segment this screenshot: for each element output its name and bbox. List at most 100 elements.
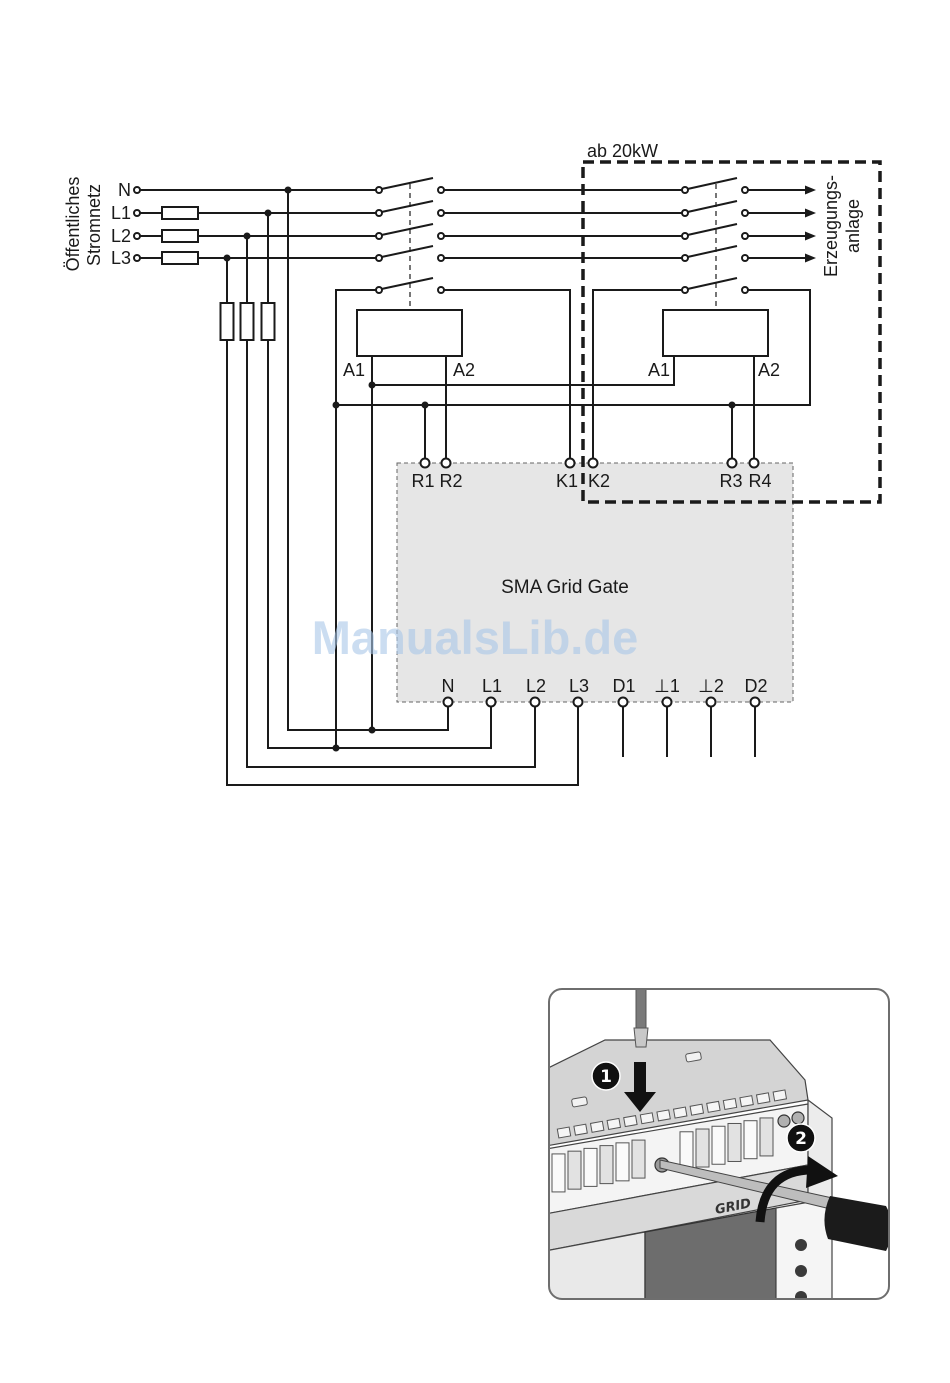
terminal-block <box>632 1140 645 1178</box>
terminal-label-ground-2: ⊥2 <box>698 676 724 696</box>
rail-hole <box>795 1291 807 1303</box>
switch-right-l2-blade <box>688 224 738 235</box>
terminal-slot <box>574 1124 587 1135</box>
cable-ferrule <box>634 1028 648 1047</box>
switch-right-l3-fixed-contact <box>682 255 688 261</box>
phase-label-n: N <box>118 180 131 200</box>
terminal-label-r3: R3 <box>719 471 742 491</box>
terminal-block <box>616 1143 629 1181</box>
terminal-block <box>712 1126 725 1164</box>
junction-dot <box>369 382 376 389</box>
switch-left-n-fixed-contact <box>376 187 382 193</box>
line-terminal-l3 <box>134 255 140 261</box>
switch-right-l3-blade <box>688 246 738 257</box>
line-terminal-n <box>134 187 140 193</box>
junction-dot <box>333 745 340 752</box>
terminal-slot <box>723 1099 736 1110</box>
switch-right-l1-fixed-contact <box>682 210 688 216</box>
terminal-screw <box>792 1112 804 1124</box>
contactor-left-a2-label: A2 <box>453 360 475 380</box>
contactor-right-a1-label: A1 <box>648 360 670 380</box>
fuse-l2 <box>162 230 198 242</box>
aux-switch-left-fixed-contact <box>376 287 382 293</box>
terminal-label-n: N <box>442 676 455 696</box>
phase-label-l1: L1 <box>111 203 131 223</box>
switch-right-l2-moving-contact <box>742 233 748 239</box>
terminal-label-d1: D1 <box>612 676 635 696</box>
terminal-label-k2: K2 <box>588 471 610 491</box>
terminal-r3 <box>728 459 737 468</box>
rail-hole <box>795 1265 807 1277</box>
phase-label-l2: L2 <box>111 226 131 246</box>
switch-left-l2-blade <box>382 224 434 235</box>
terminal-slot <box>707 1101 720 1112</box>
contactor-left-a1-label: A1 <box>343 360 365 380</box>
terminal-slot <box>640 1113 653 1124</box>
fuse-l1-measurement <box>262 303 275 340</box>
terminal-slot <box>674 1107 687 1118</box>
terminal-block <box>552 1154 565 1192</box>
fuse-l1 <box>162 207 198 219</box>
switch-right-l1-moving-contact <box>742 210 748 216</box>
terminal-screw <box>778 1115 790 1127</box>
arrow-l1-icon <box>805 209 816 218</box>
aux-switch-left-moving-contact <box>438 287 444 293</box>
terminal-n <box>444 698 453 707</box>
arrow-l2-icon <box>805 232 816 241</box>
arrow-l3-icon <box>805 254 816 263</box>
terminal-label-r4: R4 <box>748 471 771 491</box>
terminal-label-l1: L1 <box>482 676 502 696</box>
terminal-r4 <box>750 459 759 468</box>
terminal-k1 <box>566 459 575 468</box>
arrow-n-icon <box>805 186 816 195</box>
grid-gate-name: SMA Grid Gate <box>501 577 629 598</box>
line-terminal-l1 <box>134 210 140 216</box>
fuse-l3 <box>162 252 198 264</box>
aux-switch-right-fixed-contact <box>682 287 688 293</box>
terminal-l2 <box>531 698 540 707</box>
terminal-label-r1: R1 <box>411 471 434 491</box>
switch-left-n-moving-contact <box>438 187 444 193</box>
wire-coil-a1-bridge <box>372 356 674 385</box>
terminal-block <box>680 1132 693 1170</box>
contactor-right-a2-label: A2 <box>758 360 780 380</box>
line-terminal-l2 <box>134 233 140 239</box>
fuse-l3-measurement <box>221 303 234 340</box>
terminal-slot <box>690 1104 703 1115</box>
rail-hole <box>795 1239 807 1251</box>
terminal-block <box>760 1118 773 1156</box>
switch-left-n-blade <box>382 178 434 189</box>
junction-dot <box>369 727 376 734</box>
generation-label-line2: anlage <box>843 199 863 253</box>
generation-label-line1: Erzeugungs- <box>821 175 841 277</box>
switch-right-n-fixed-contact <box>682 187 688 193</box>
fuse-l2-measurement <box>241 303 254 340</box>
cable <box>636 985 646 1029</box>
terminal-label-k1: K1 <box>556 471 578 491</box>
terminal-label-l3: L3 <box>569 676 589 696</box>
switch-right-l1-blade <box>688 201 738 212</box>
watermark: ManualsLib.de <box>312 611 638 664</box>
contactor-coil-right <box>663 310 768 356</box>
switch-left-l2-fixed-contact <box>376 233 382 239</box>
switch-left-l2-moving-contact <box>438 233 444 239</box>
terminal-block <box>568 1151 581 1189</box>
step-1-number: 1 <box>600 1067 612 1087</box>
terminal-k2 <box>589 459 598 468</box>
switch-left-l3-fixed-contact <box>376 255 382 261</box>
terminal-slot <box>657 1110 670 1121</box>
switch-left-l1-blade <box>382 201 434 212</box>
terminal-block <box>744 1121 757 1159</box>
terminal-slot <box>757 1093 770 1104</box>
terminal-ground-2 <box>707 698 716 707</box>
terminal-d1 <box>619 698 628 707</box>
junction-dot <box>333 402 340 409</box>
switch-left-l1-moving-contact <box>438 210 444 216</box>
terminal-label-ground-1: ⊥1 <box>654 676 680 696</box>
terminal-d2 <box>751 698 760 707</box>
phase-label-l3: L3 <box>111 248 131 268</box>
switch-right-l3-moving-contact <box>742 255 748 261</box>
terminal-l1 <box>487 698 496 707</box>
terminal-slot <box>607 1118 620 1129</box>
junction-dot <box>244 233 251 240</box>
